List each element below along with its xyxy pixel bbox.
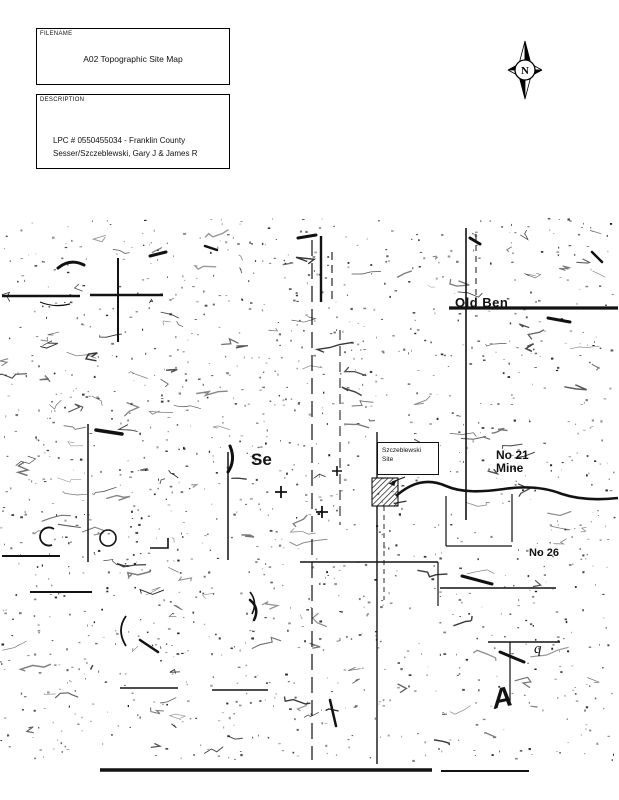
map-label-no21-mine: No 21 Mine: [496, 448, 529, 476]
scan-noise: [0, 218, 616, 762]
callout-arrowhead: [388, 480, 396, 486]
description-line1: LPC # 0550455034 - Franklin County: [53, 136, 186, 145]
description-label: DESCRIPTION: [40, 97, 85, 103]
map-label-no26: No 26: [529, 547, 559, 559]
map-label-no21-line1: No 21: [496, 448, 529, 462]
filename-label: FILENAME: [40, 31, 73, 37]
map-label-old-ben: Old Ben: [455, 295, 509, 310]
site-callout-box: Szczeblewski Site: [377, 442, 439, 475]
map-label-stray-q: q: [534, 641, 542, 657]
map-label-partial-word: Se: [251, 450, 272, 469]
scan-blobs: [56, 233, 604, 728]
north-arrow-compass: N: [503, 38, 547, 102]
description-box: DESCRIPTION LPC # 0550455034 - Franklin …: [36, 94, 230, 169]
site-callout-line2: Site: [382, 456, 394, 464]
filename-box: FILENAME A02 Topographic Site Map: [36, 28, 230, 85]
compass-circle: [514, 59, 536, 81]
description-line2: Sesser/Szczeblewski, Gary J & James R: [53, 148, 198, 158]
site-callout-line1: Szczeblewski: [382, 447, 422, 454]
map-label-no21-line2: Mine: [496, 461, 524, 476]
filename-value: A02 Topographic Site Map: [83, 54, 183, 64]
compass-north-label: N: [521, 65, 529, 77]
description-text: LPC # 0550455034 - Franklin County Sesse…: [53, 135, 197, 161]
north-arrow-icon: N: [507, 40, 543, 100]
